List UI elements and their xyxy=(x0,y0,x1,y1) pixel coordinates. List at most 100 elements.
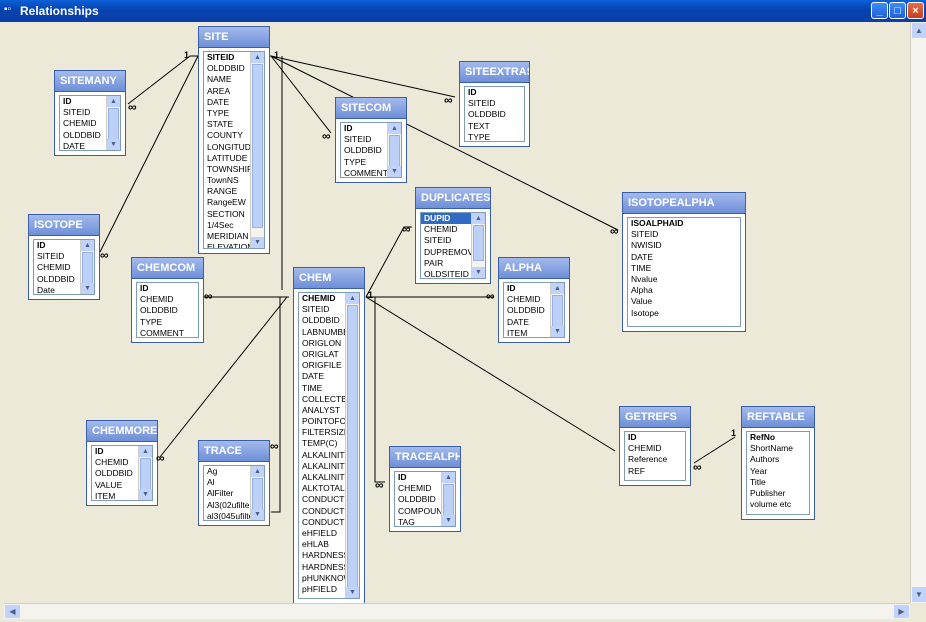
field-item[interactable]: ISOALPHAID xyxy=(631,218,684,228)
table-title[interactable]: GETREFS xyxy=(620,407,690,428)
field-item[interactable]: OLDDBID xyxy=(95,468,133,479)
horizontal-scrollbar[interactable]: ◀ ▶ xyxy=(4,603,910,619)
field-item[interactable]: ITEM xyxy=(95,490,116,500)
close-button[interactable]: × xyxy=(907,2,924,19)
scroll-thumb[interactable] xyxy=(347,305,358,588)
field-item[interactable]: FILTERSIZE xyxy=(302,427,345,438)
field-item[interactable]: al3(045ufilter xyxy=(207,510,250,520)
table-title[interactable]: CHEMMORE xyxy=(87,421,157,442)
table-title[interactable]: ALPHA xyxy=(499,258,569,279)
field-item[interactable]: NWISID xyxy=(631,240,662,251)
table-trace[interactable]: TRACEAgAlAlFilterAl3(02ufilter)al3(045uf… xyxy=(198,440,270,526)
field-item[interactable]: TEXT xyxy=(468,120,490,131)
scroll-down-icon[interactable]: ▼ xyxy=(442,515,455,526)
table-title[interactable]: CHEMCOM xyxy=(132,258,203,279)
field-item[interactable]: POINTOFCOL xyxy=(302,416,345,427)
field-item[interactable]: ANALYST xyxy=(302,404,341,415)
field-item[interactable]: COMMENT xyxy=(344,167,387,177)
field-item[interactable]: eHLAB xyxy=(302,539,329,550)
field-scrollbar[interactable]: ▲▼ xyxy=(550,283,564,337)
field-item[interactable]: ID xyxy=(37,240,46,250)
field-item[interactable]: ShortName xyxy=(750,443,793,454)
scroll-thumb[interactable] xyxy=(140,458,151,490)
field-item[interactable]: CHEMID xyxy=(37,262,71,273)
scroll-down-icon[interactable]: ▼ xyxy=(388,166,401,177)
field-item[interactable]: ALKTOTAL xyxy=(302,483,345,494)
scroll-up-icon[interactable]: ▲ xyxy=(346,293,359,304)
scroll-down-icon[interactable]: ▼ xyxy=(551,326,564,337)
scroll-left-icon[interactable]: ◀ xyxy=(5,605,20,618)
app-icon[interactable]: ▪▫ xyxy=(4,4,12,15)
minimize-button[interactable]: _ xyxy=(871,2,888,19)
field-item[interactable]: Alpha xyxy=(631,285,653,296)
field-item[interactable]: COLLECTEDBY xyxy=(302,393,345,404)
field-item[interactable]: STATE xyxy=(207,119,234,130)
field-item[interactable]: CHEMID xyxy=(140,294,174,305)
relationship-line[interactable] xyxy=(270,55,332,134)
field-scrollbar[interactable]: ▲▼ xyxy=(250,466,264,520)
field-item[interactable]: DUPREMOVE xyxy=(424,246,471,257)
field-item[interactable]: ORIGLON xyxy=(302,337,342,348)
field-list[interactable]: IDCHEMIDOLDDBIDCOMPOUNDTAG▲▼ xyxy=(394,471,456,527)
field-item[interactable]: AlFilter xyxy=(207,488,234,499)
field-item[interactable]: CHEMID xyxy=(63,118,97,129)
scroll-up-icon[interactable]: ▲ xyxy=(251,466,264,477)
scroll-thumb[interactable] xyxy=(389,135,400,167)
field-item[interactable]: OLDDBID xyxy=(344,145,382,156)
field-item[interactable]: CONDUCTIVIT xyxy=(302,505,345,516)
relationship-line[interactable] xyxy=(271,297,281,513)
field-item[interactable]: COMMENT xyxy=(140,327,184,337)
field-item[interactable]: Nvalue xyxy=(631,273,658,284)
field-item[interactable]: ID xyxy=(628,432,637,442)
field-item[interactable]: TIME xyxy=(631,262,652,273)
field-item[interactable]: TAG xyxy=(398,516,415,526)
field-item[interactable]: Date xyxy=(37,284,55,294)
field-item[interactable]: CHEMID xyxy=(424,224,458,235)
table-title[interactable]: DUPLICATES xyxy=(416,188,490,209)
field-item[interactable]: ID xyxy=(140,283,149,293)
field-item[interactable]: CHEMID xyxy=(302,293,336,303)
field-scrollbar[interactable]: ▲▼ xyxy=(387,123,401,177)
field-scrollbar[interactable]: ▲▼ xyxy=(106,96,120,150)
relationship-line[interactable] xyxy=(365,226,412,298)
field-item[interactable]: VALUE xyxy=(95,479,123,490)
scroll-thumb[interactable] xyxy=(82,252,93,284)
field-item[interactable]: SITEID xyxy=(302,304,330,315)
field-scrollbar[interactable]: ▲▼ xyxy=(345,293,359,598)
scroll-thumb[interactable] xyxy=(473,225,484,261)
scroll-up-icon[interactable]: ▲ xyxy=(551,283,564,294)
field-scrollbar[interactable]: ▲▼ xyxy=(138,446,152,500)
field-item[interactable]: HARDNESSUN xyxy=(302,561,345,572)
relationship-line[interactable] xyxy=(159,296,288,458)
scroll-down-icon[interactable]: ▼ xyxy=(81,283,94,294)
field-item[interactable]: ALKALINITYFI xyxy=(302,460,345,471)
table-title[interactable]: SITEMANY xyxy=(55,71,125,92)
field-item[interactable]: PAIR xyxy=(424,257,444,268)
field-item[interactable]: LABNUMBER xyxy=(302,326,345,337)
field-item[interactable]: OLDDBID xyxy=(302,315,340,326)
field-item[interactable]: RangeEW xyxy=(207,197,246,208)
field-item[interactable]: Reference xyxy=(628,454,668,465)
field-item[interactable]: ID xyxy=(507,283,516,293)
field-item[interactable]: SITEID xyxy=(468,98,496,109)
field-item[interactable]: ID xyxy=(95,446,104,456)
scroll-down-icon[interactable]: ▼ xyxy=(139,489,152,500)
relationship-line[interactable] xyxy=(366,296,385,483)
field-item[interactable]: Publisher xyxy=(750,487,786,498)
scroll-up-icon[interactable]: ▲ xyxy=(81,240,94,251)
field-item[interactable]: SITEID xyxy=(37,251,65,262)
vertical-scrollbar[interactable]: ▲ ▼ xyxy=(910,22,926,603)
field-item[interactable]: DATE xyxy=(302,371,325,382)
field-item[interactable]: Al3(02ufilter) xyxy=(207,499,250,510)
field-item[interactable]: TYPE xyxy=(140,316,163,327)
field-item[interactable]: pHUNKNOWN xyxy=(302,572,345,583)
